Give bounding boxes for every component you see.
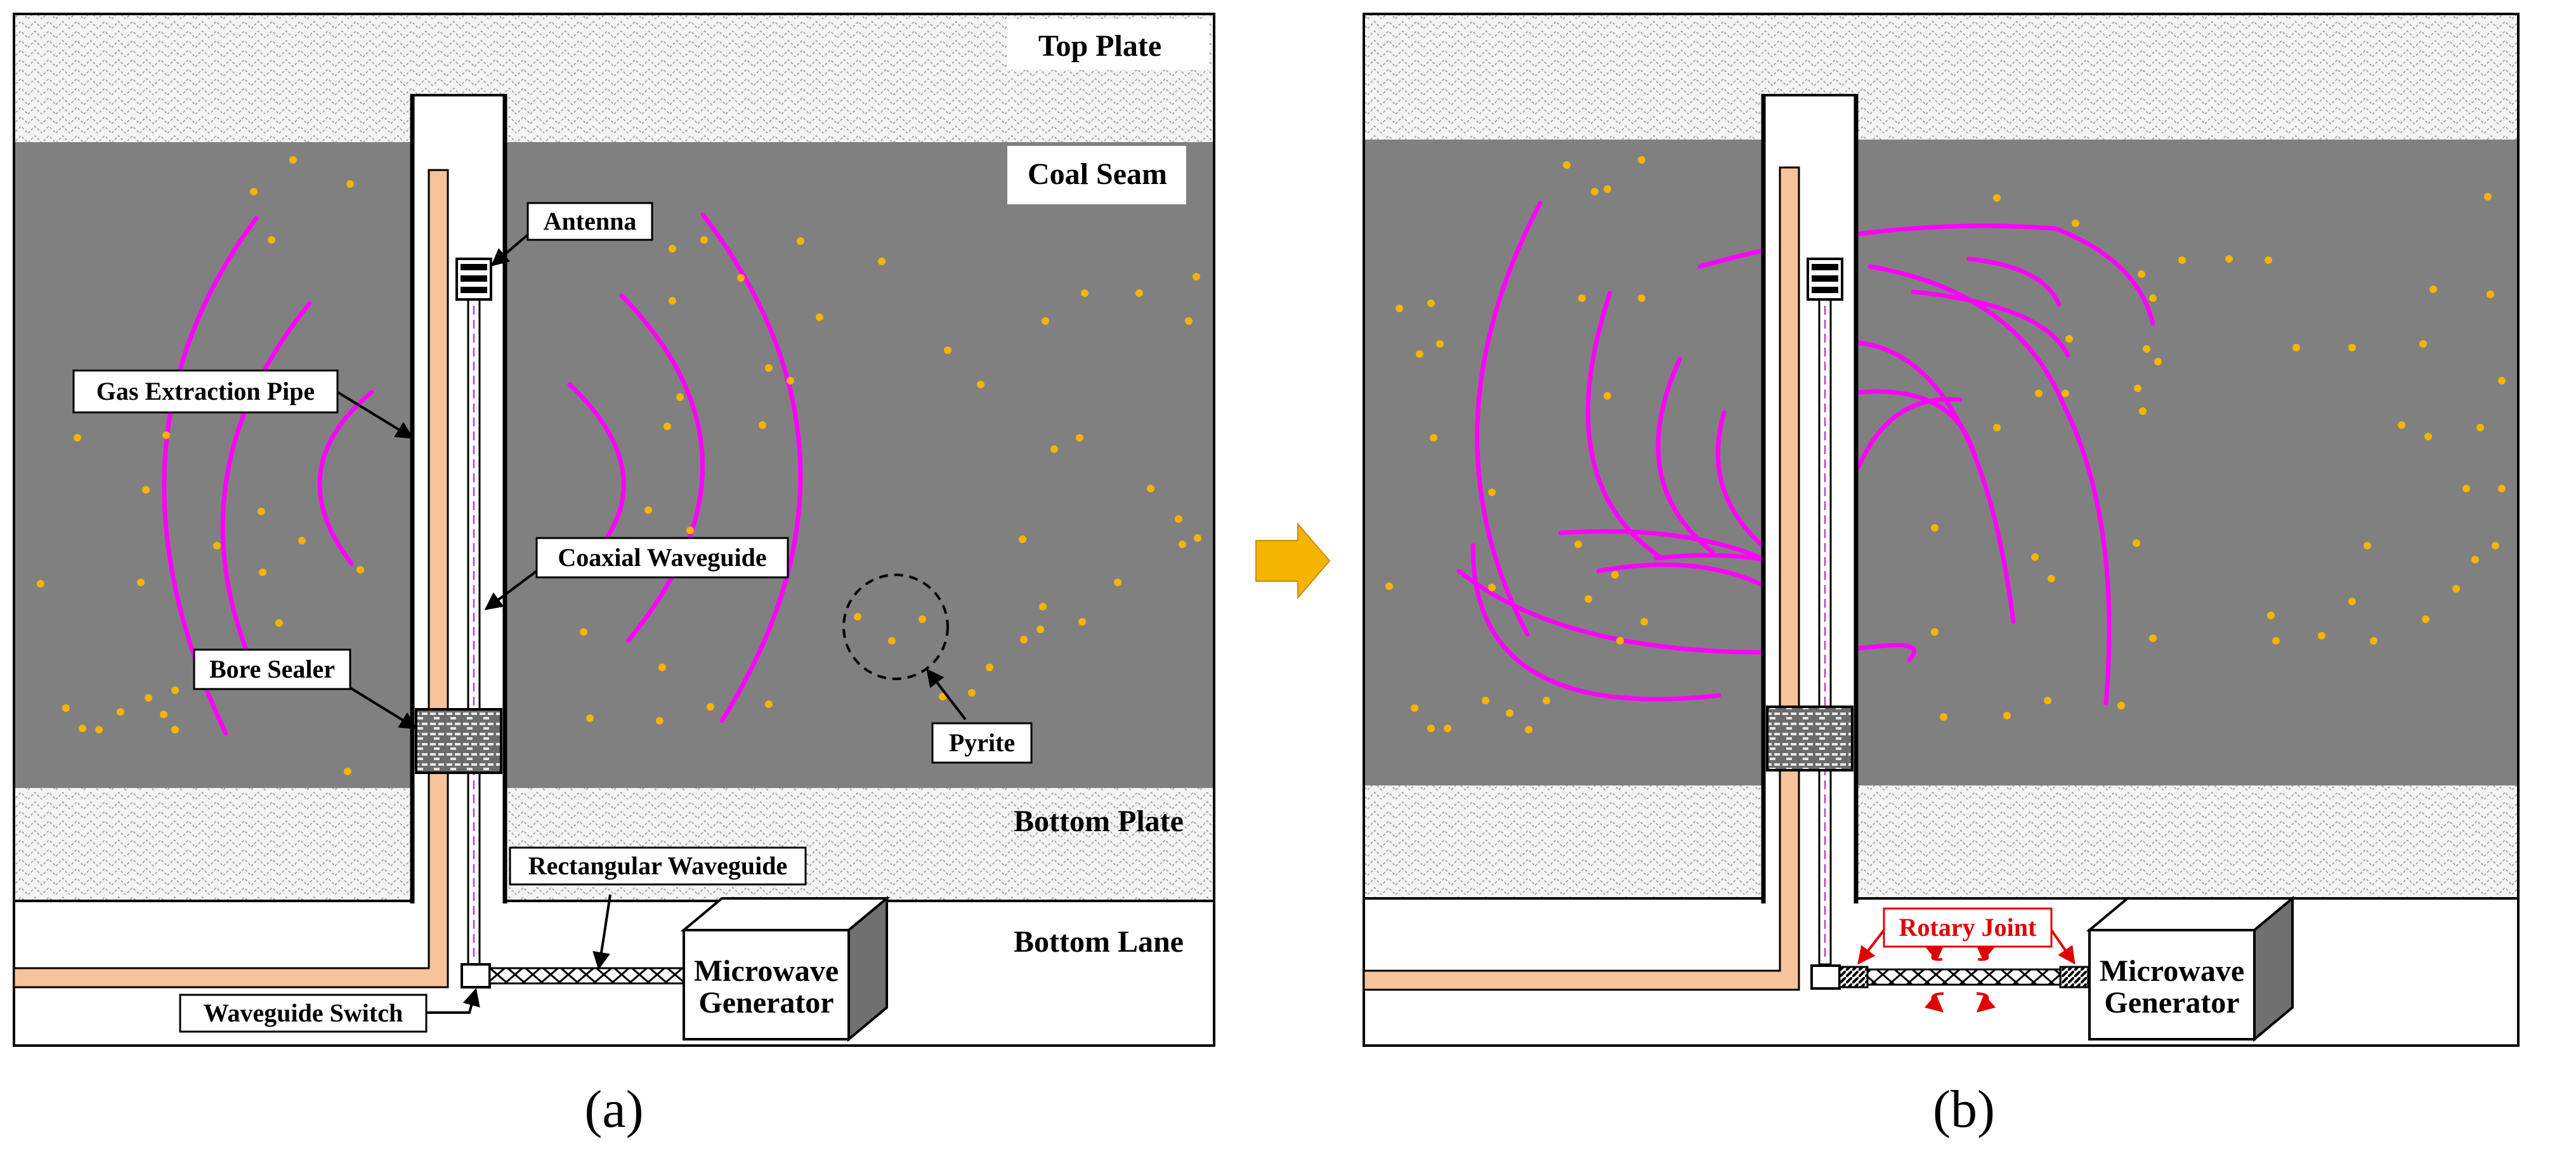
generator-b-label-line1: Microwave: [2100, 954, 2244, 988]
callout-rectangular-waveguide: Rectangular Waveguide: [509, 846, 807, 886]
top-plate-label: Top Plate: [1038, 29, 1161, 63]
pyrite-particles-b: [1385, 156, 2506, 733]
callout-antenna: Antenna: [526, 202, 653, 241]
pyrite-highlight-circle: [842, 574, 949, 680]
generator-label-line1: Microwave: [694, 954, 839, 988]
right-arrow-icon: [1255, 522, 1331, 600]
callout-pyrite: Pyrite: [931, 722, 1033, 764]
rotary-joint-left: [1838, 966, 1869, 988]
generator-label-line2: Generator: [698, 986, 834, 1020]
rectangular-waveguide: [488, 967, 685, 985]
callout-bore-sealer: Bore Sealer: [193, 648, 351, 690]
waveguide-switch-b: [1810, 964, 1841, 990]
waveguide-switch-label: Waveguide Switch: [204, 999, 403, 1027]
bore-sealer: [415, 708, 502, 774]
bore-sealer-label: Bore Sealer: [209, 655, 335, 683]
bottom-plate-layer-b: [1364, 785, 2518, 898]
panel-b-frame: [1363, 13, 2520, 1047]
rectangular-waveguide-b: [1866, 968, 2062, 986]
rotary-joint-right: [2059, 966, 2089, 988]
microwave-generator-b: Microwave Generator: [2086, 895, 2296, 1042]
rotary-joint-label: Rotary Joint: [1899, 913, 2037, 942]
antenna-label: Antenna: [544, 207, 637, 235]
bore-sealer-b: [1766, 706, 1854, 771]
rectangular-waveguide-label: Rectangular Waveguide: [528, 851, 788, 880]
coaxial-waveguide: [467, 260, 481, 966]
top-plate-layer-b: [1364, 14, 2518, 140]
coal-seam-label: Coal Seam: [1028, 157, 1167, 191]
generator-b-label-line2: Generator: [2104, 986, 2239, 1020]
antenna-b: [1807, 258, 1843, 301]
coaxial-waveguide-label: Coaxial Waveguide: [558, 543, 766, 572]
coaxial-waveguide-b: [1818, 260, 1832, 966]
antenna: [455, 258, 492, 301]
callout-coaxial-waveguide: Coaxial Waveguide: [535, 537, 789, 579]
callout-rotary-joint: Rotary Joint: [1857, 907, 2076, 965]
panel-a-frame: [13, 13, 1215, 1047]
gas-extraction-pipe-b: [1761, 94, 1859, 903]
gas-extraction-pipe-label: Gas Extraction Pipe: [96, 377, 315, 405]
panel-a: Microwave Generator Top Plate Coal Seam …: [13, 13, 1215, 1139]
caption-b: (b): [1933, 1080, 1995, 1139]
callout-gas-extraction-pipe: Gas Extraction Pipe: [72, 369, 339, 414]
pyrite-label: Pyrite: [949, 728, 1015, 757]
gas-extraction-pipe: [410, 94, 507, 903]
microwave-waves-left: [162, 216, 374, 736]
microwave-generator-a: Microwave Generator: [680, 895, 891, 1042]
waveguide-switch: [461, 963, 491, 988]
bottom-lane-label: Bottom Lane: [1014, 925, 1184, 959]
drainage-tube-b: [1363, 166, 1800, 991]
coal-seam-layer-b: [1364, 140, 2518, 785]
drainage-tube: [13, 169, 449, 988]
bottom-plate-label: Bottom Plate: [1014, 804, 1184, 838]
pyrite-particles-a: [37, 156, 1201, 775]
caption-a: (a): [584, 1080, 643, 1139]
callout-waveguide-switch: Waveguide Switch: [179, 994, 428, 1033]
panel-b: Rotary Joint Microwave Generator (b): [1363, 13, 2520, 1139]
